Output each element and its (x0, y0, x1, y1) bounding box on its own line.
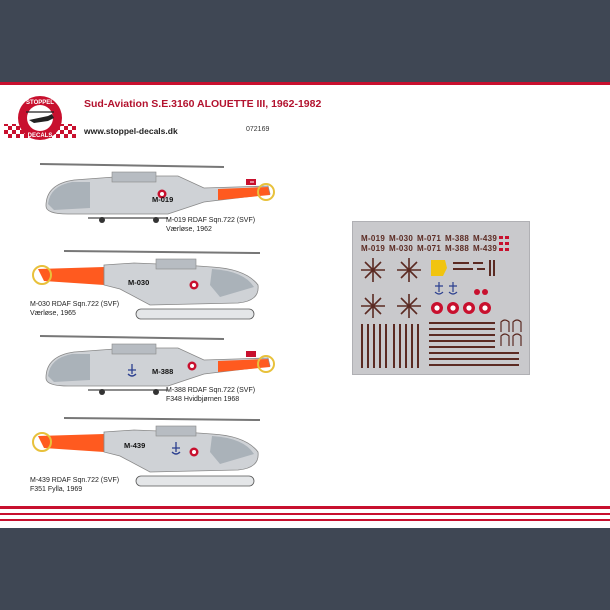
bottom-border-stripe-2 (0, 513, 610, 515)
caption-m388-line2: F348 Hvidbjørnen 1968 (166, 396, 240, 403)
stoppel-decals-logo: STOPPEL DECALS (4, 96, 76, 140)
decal-reg: M-071 (417, 234, 442, 243)
decal-reg: M-030 (389, 234, 414, 243)
caption-m019-line2: Værløse, 1962 (166, 226, 212, 233)
heli-profile-m019: M-019 (39, 163, 275, 223)
heli-reg-m030: M-030 (128, 278, 149, 287)
heli-profile-m388: M-388 (39, 335, 275, 395)
caption-m388: M-388 RDAF Sqn.722 (SVF) F348 Hvidbjørne… (166, 386, 255, 404)
caption-m439-line2: F351 Fylla, 1969 (30, 486, 83, 493)
decal-reg: M-439 (473, 244, 498, 253)
decal-reg: M-439 (473, 234, 498, 243)
top-border-stripe (0, 82, 610, 85)
logo-text-top: STOPPEL (26, 100, 54, 106)
caption-m019: M-019 RDAF Sqn.722 (SVF) Værløse, 1962 (166, 216, 255, 234)
decal-reg: M-388 (445, 244, 470, 253)
logo-text-bottom: DECALS (28, 133, 53, 139)
product-title: Sud-Aviation S.E.3160 ALOUETTE III, 1962… (84, 98, 322, 110)
caption-m019-line1: M-019 RDAF Sqn.722 (SVF) (166, 217, 256, 224)
decal-reg: M-030 (389, 244, 414, 253)
decal-reg: M-019 (361, 234, 386, 243)
caption-m030-line1: M-030 RDAF Sqn.722 (SVF) (30, 301, 120, 308)
website-link[interactable]: www.stoppel-decals.dk (84, 126, 178, 136)
caption-m388-line1: M-388 RDAF Sqn.722 (SVF) (166, 387, 256, 394)
heli-reg-m019: M-019 (152, 195, 173, 204)
decal-reg: M-019 (361, 244, 386, 253)
caption-m439-line1: M-439 RDAF Sqn.722 (SVF) (30, 477, 120, 484)
heli-profile-m030: M-030 (32, 250, 261, 320)
bottom-border-stripe-3 (0, 519, 610, 521)
decal-reg: M-071 (417, 244, 442, 253)
caption-m030: M-030 RDAF Sqn.722 (SVF) Værløse, 1965 (30, 300, 119, 318)
heli-profile-m439: M-439 (32, 417, 261, 487)
bottom-border-stripe-1 (0, 506, 610, 509)
decal-sheet: M-019 M-030 M-071 M-388 M-439 M-019 M-03… (352, 221, 530, 375)
heli-reg-m388: M-388 (152, 367, 173, 376)
decal-graphics (361, 236, 522, 368)
caption-m439: M-439 RDAF Sqn.722 (SVF) F351 Fylla, 196… (30, 476, 119, 494)
decal-reg: M-388 (445, 234, 470, 243)
product-code: 072169 (246, 126, 270, 133)
heli-reg-m439: M-439 (124, 441, 145, 450)
caption-m030-line2: Værløse, 1965 (30, 310, 76, 317)
